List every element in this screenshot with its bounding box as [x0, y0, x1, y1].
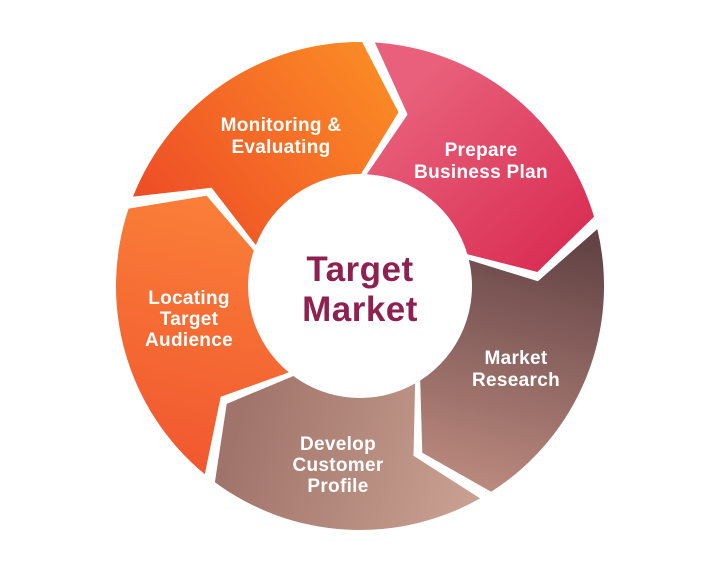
- segment-label-monitoring-evaluating: Monitoring & Evaluating: [221, 115, 342, 158]
- segment-label-line: Profile: [307, 476, 368, 497]
- center-circle: [254, 180, 466, 392]
- segment-label-line: Audience: [145, 330, 233, 351]
- segment-label-line: Prepare: [445, 140, 518, 161]
- segment-label-line: Business Plan: [414, 162, 548, 183]
- segment-label-line: Research: [472, 370, 560, 391]
- segment-label-market-research: Market Research: [472, 348, 560, 391]
- segment-label-line: Target: [160, 309, 219, 330]
- segment-label-line: Market: [484, 348, 547, 369]
- center-title-line: Market: [302, 290, 418, 329]
- segment-locating-target-audience-arrow: [115, 195, 289, 475]
- segment-label-line: Evaluating: [231, 137, 330, 158]
- center-title: Target Market: [302, 250, 418, 329]
- segment-monitoring-evaluating-arrow: [133, 41, 399, 246]
- segment-label-develop-customer-profile: Develop Customer Profile: [292, 434, 383, 497]
- segment-prepare-business-plan-arrow: [366, 42, 594, 272]
- segment-label-prepare-business-plan: Prepare Business Plan: [414, 140, 548, 183]
- segment-label-line: Locating: [148, 288, 230, 309]
- segment-market-research-arrow: [420, 229, 605, 492]
- segment-label-line: Monitoring &: [221, 115, 342, 136]
- segment-label-line: Customer: [292, 455, 383, 476]
- center-title-line: Target: [306, 250, 413, 289]
- segment-develop-customer-profile-arrow: [214, 376, 481, 531]
- segment-label-locating-target-audience: Locating Target Audience: [145, 288, 233, 351]
- segment-label-line: Develop: [300, 434, 376, 455]
